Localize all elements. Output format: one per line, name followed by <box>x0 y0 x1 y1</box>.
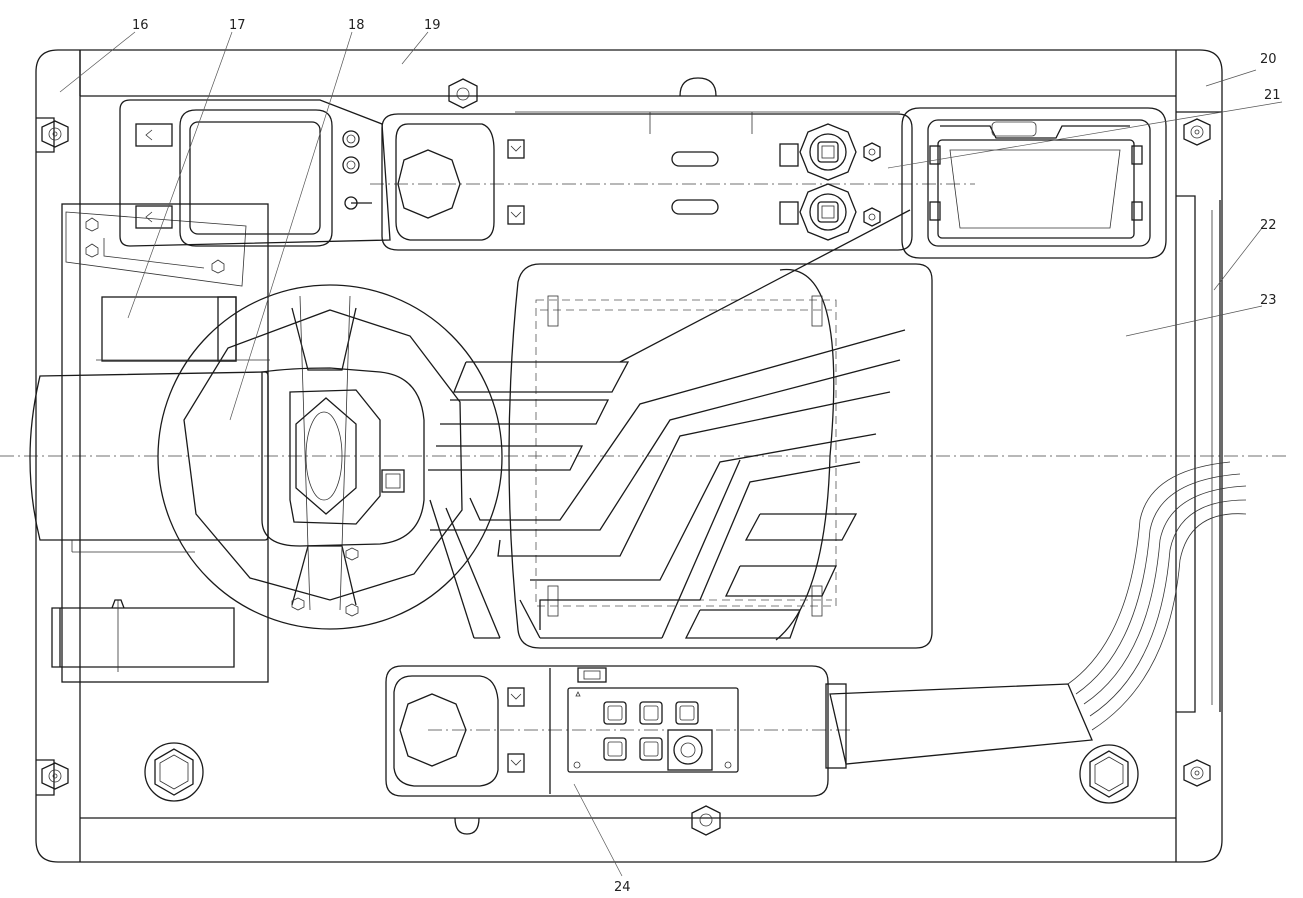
callout-16: 16 <box>132 18 149 33</box>
mounting-bolts <box>41 78 1211 836</box>
center-lines <box>0 183 1290 731</box>
callout-22: 22 <box>1260 218 1277 233</box>
seat-chevrons <box>428 209 911 639</box>
upper-control-panel <box>381 111 913 251</box>
left-mount-plate <box>51 203 269 683</box>
rotary-connector <box>799 123 857 181</box>
bolt <box>1183 759 1211 787</box>
display-module <box>119 99 391 247</box>
lower-control-panel <box>385 665 829 797</box>
bolt <box>448 78 478 109</box>
callout-21: 21 <box>1264 88 1281 103</box>
callout-24: 24 <box>614 880 631 895</box>
leader-lines <box>59 31 1283 877</box>
callout-18: 18 <box>348 18 365 33</box>
callout-19: 19 <box>424 18 441 33</box>
callout-20: 20 <box>1260 52 1277 67</box>
rotary-connector <box>799 183 857 241</box>
steering-wheel <box>157 284 503 630</box>
cable-harness <box>825 461 1247 769</box>
callout-23: 23 <box>1260 293 1277 308</box>
bolt <box>41 762 69 790</box>
large-nut <box>1079 744 1139 804</box>
callout-17: 17 <box>229 18 246 33</box>
base-plate <box>35 49 1223 863</box>
bolt <box>1183 118 1211 146</box>
bolt <box>691 805 721 836</box>
steering-column <box>29 359 425 617</box>
large-nut <box>144 742 204 802</box>
callout-labels: 16 17 18 19 20 21 22 23 24 <box>132 18 1281 895</box>
bolt <box>41 120 69 148</box>
connector-housing <box>901 107 1167 259</box>
